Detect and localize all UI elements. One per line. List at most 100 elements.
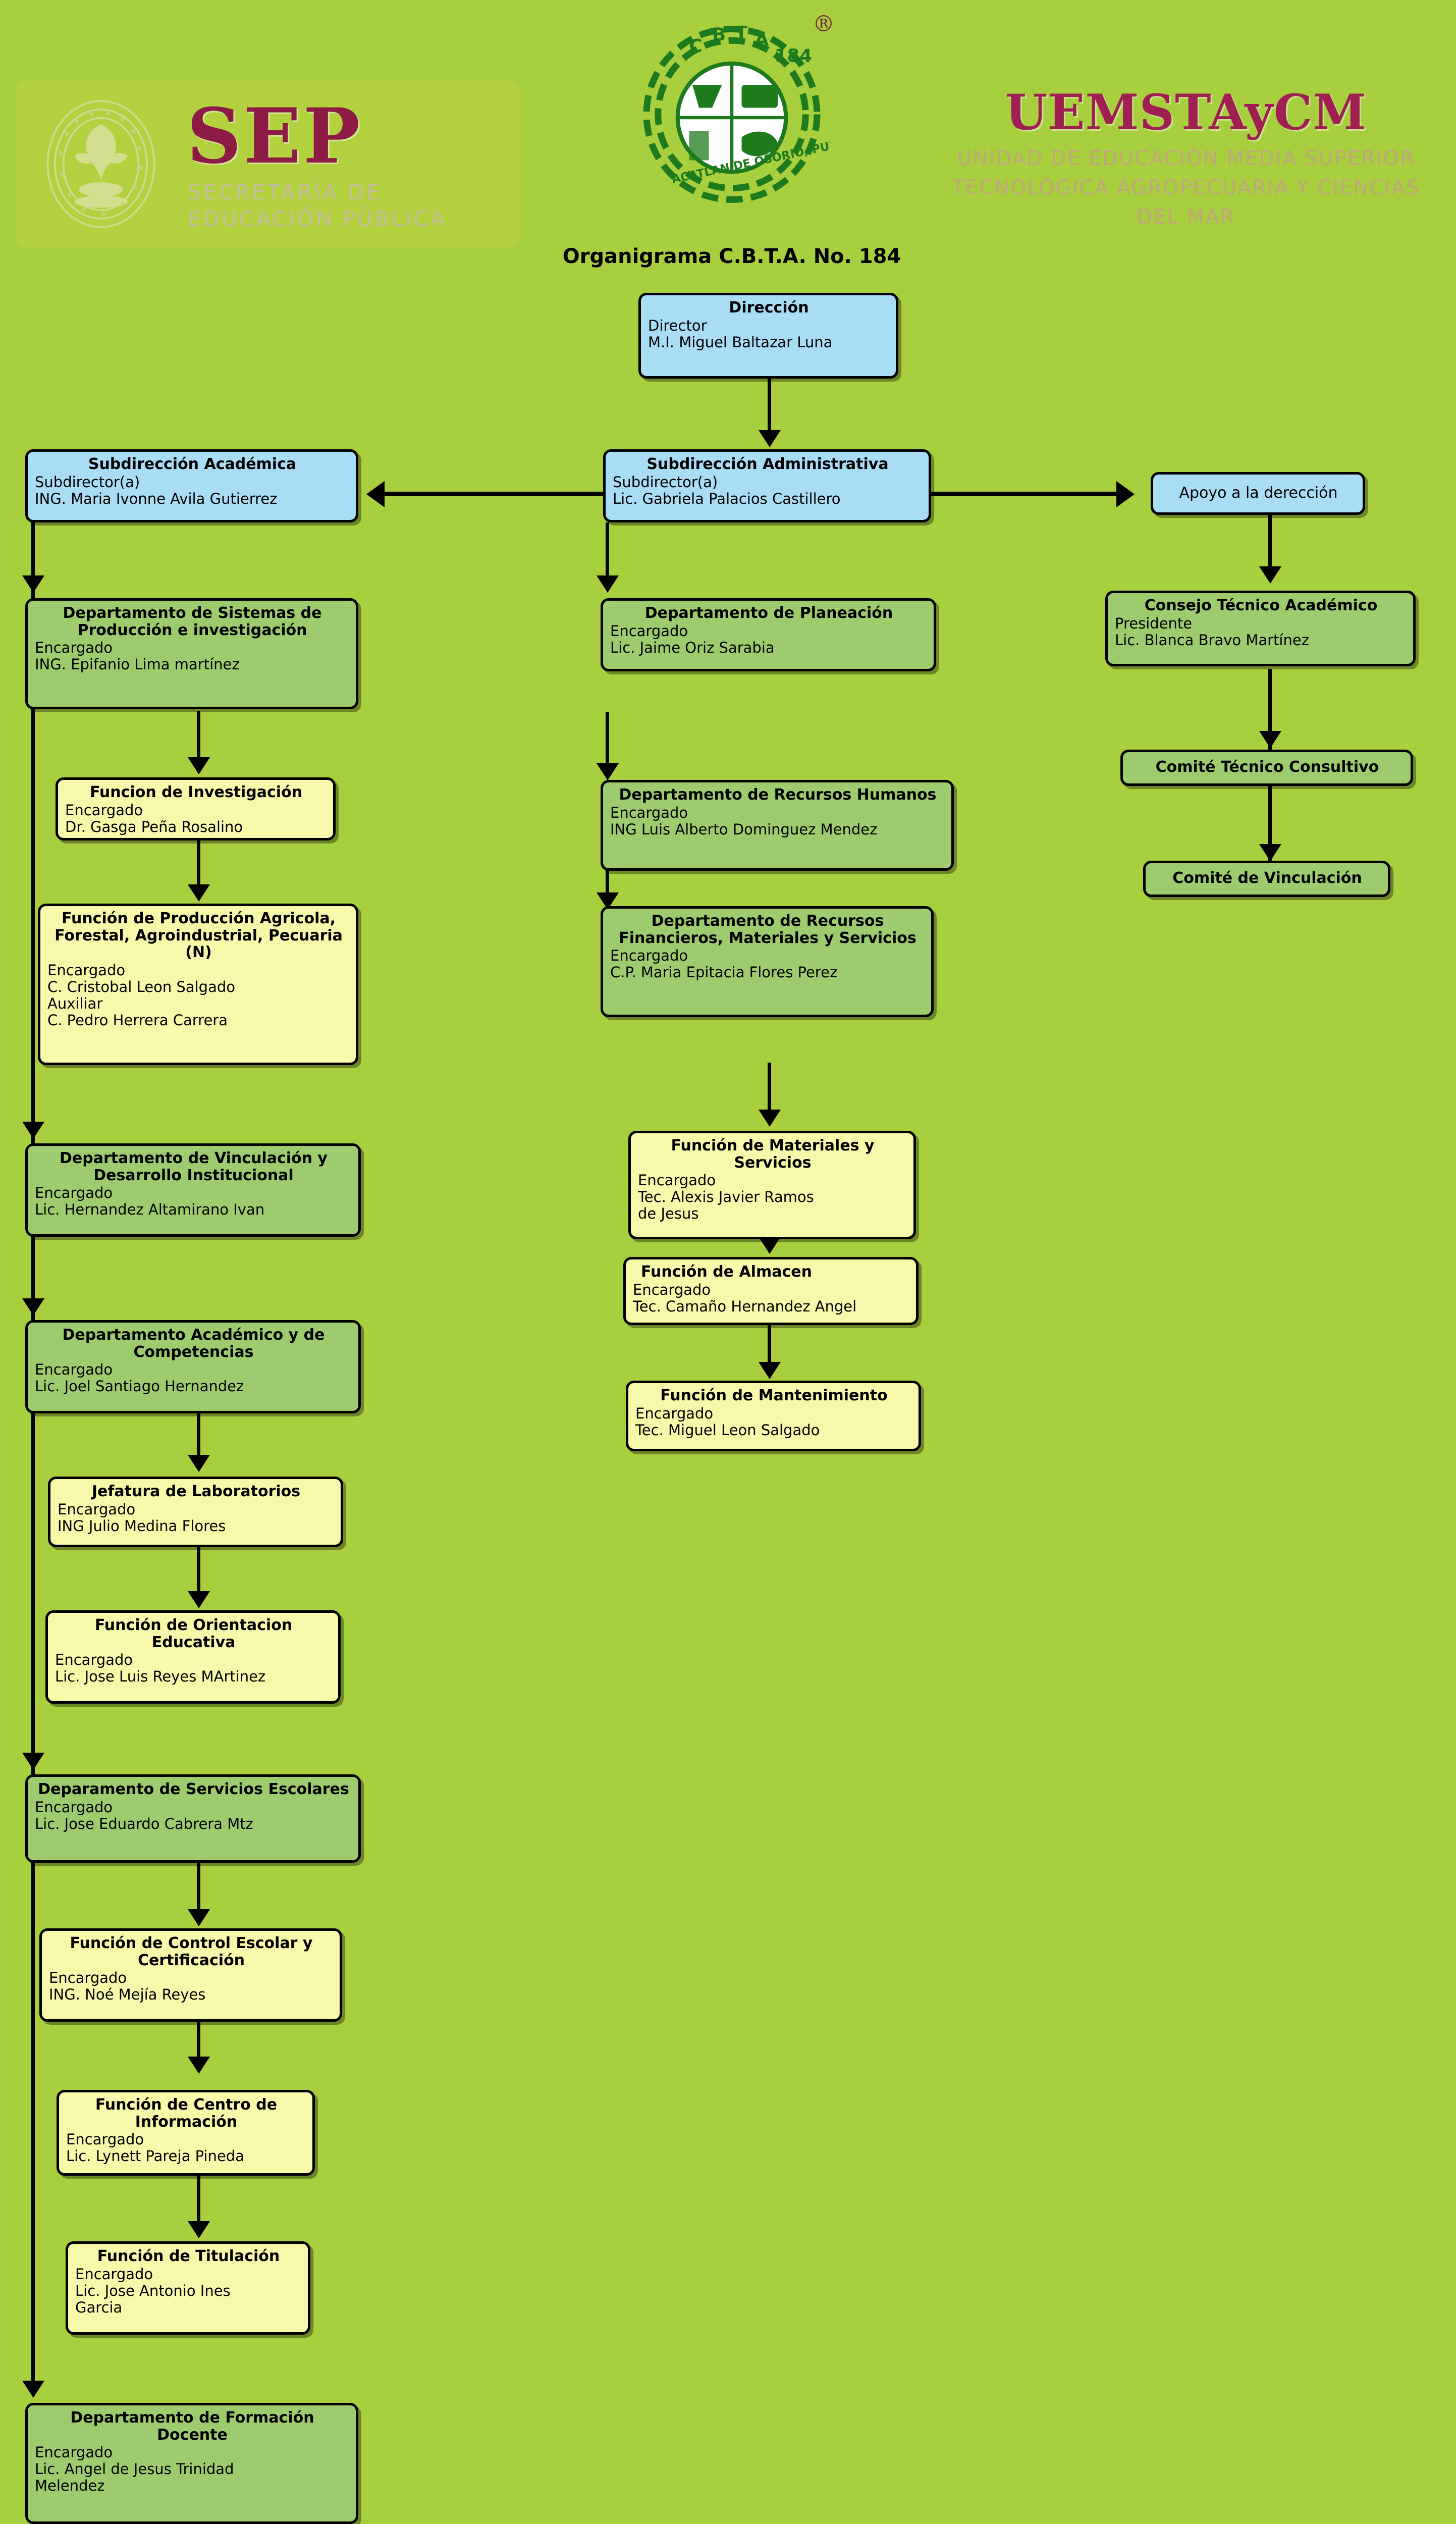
- arrow-down-funcion-produccion: [188, 884, 210, 902]
- uemsta-subtitle: UNIDAD DE EDUCACIÓN MEDIA SUPERIOR TECNO…: [952, 147, 1420, 229]
- mexican-eagle-seal-icon: [46, 100, 155, 228]
- node-funcion-orientacion-person: Lic. Jose Luis Reyes MArtinez: [55, 1668, 266, 1686]
- arrow-down-dept-vinculacion: [22, 1122, 44, 1139]
- node-funcion-investigacion-role: Encargado: [65, 801, 143, 819]
- arrow-down-funcion-almacen: [759, 1237, 781, 1254]
- node-funcion-titulacion-person: Lic. Jose Antonio Ines Garcia: [75, 2282, 231, 2316]
- node-dept-recursos-humanos[interactable]: Departamento de Recursos Humanos Encarga…: [601, 780, 954, 871]
- svg-text:A: A: [755, 29, 769, 50]
- node-direccion-role: Director: [648, 317, 707, 334]
- node-funcion-investigacion-title: Funcion de Investigación: [89, 783, 303, 801]
- connector-control-to-centro: [197, 2012, 200, 2060]
- uemsta-header: UEMSTAyCM UNIDAD DE EDUCACIÓN MEDIA SUPE…: [944, 88, 1428, 232]
- node-subdireccion-administrativa[interactable]: Subdirección Administrativa Subdirector(…: [603, 449, 931, 522]
- node-consejo-person: Lic. Blanca Bravo Martínez: [1115, 631, 1309, 649]
- node-jefatura-title: Jefatura de Laboratorios: [91, 1483, 301, 1500]
- node-dept-sistemas-title: Departamento de Sistemas de Producción e…: [63, 604, 322, 639]
- node-dept-sistemas-role: Encargado: [35, 639, 113, 657]
- node-funcion-titulacion-role: Encargado: [75, 2265, 153, 2283]
- arrow-down-control-escolar: [188, 1909, 210, 1926]
- node-direccion-title: Dirección: [729, 299, 809, 317]
- node-dept-recursos-financieros[interactable]: Departamento de Recursos Financieros, Ma…: [601, 906, 934, 1017]
- node-funcion-titulacion[interactable]: Función de Titulación Encargado Lic. Jos…: [66, 2241, 310, 2335]
- connector-planeacion-to-rh: [606, 712, 609, 772]
- node-comite-vinculacion[interactable]: Comité de Vinculación: [1143, 861, 1390, 897]
- node-consejo-title: Consejo Técnico Académico: [1144, 597, 1378, 614]
- node-funcion-investigacion[interactable]: Funcion de Investigación Encargado Dr. G…: [56, 777, 336, 840]
- node-dept-planeacion[interactable]: Departamento de Planeación Encargado Lic…: [601, 598, 936, 671]
- sep-acronym: SEP: [187, 92, 362, 181]
- node-funcion-mantenimiento-title: Función de Mantenimiento: [660, 1387, 888, 1404]
- node-dept-academico[interactable]: Departamento Académico y de Competencias…: [25, 1320, 361, 1413]
- node-funcion-mantenimiento[interactable]: Función de Mantenimiento Encargado Tec. …: [626, 1381, 921, 1451]
- node-funcion-orientacion-role: Encargado: [55, 1651, 133, 1669]
- node-direccion[interactable]: Dirección Director M.I. Miguel Baltazar …: [638, 293, 898, 379]
- node-jefatura-person: ING Julio Medina Flores: [58, 1517, 226, 1535]
- arrow-down-orientacion: [188, 1591, 210, 1608]
- connector-apoyo-to-consejo: [1268, 515, 1272, 570]
- connector-consultivo-to-vinculacion: [1268, 785, 1272, 863]
- connector-financieros-to-materiales: [768, 1063, 771, 1116]
- svg-text:C: C: [689, 36, 703, 57]
- node-dept-formacion-docente[interactable]: Departamento de Formación Docente Encarg…: [25, 2403, 358, 2524]
- node-comite-vinculacion-title: Comité de Vinculación: [1172, 869, 1362, 887]
- node-funcion-investigacion-person: Dr. Gasga Peña Rosalino: [65, 818, 243, 835]
- node-dept-financieros-title: Departamento de Recursos Financieros, Ma…: [619, 912, 916, 947]
- arrow-down-funcion-materiales: [759, 1110, 781, 1127]
- connector-administrativa-to-academica: [384, 492, 611, 496]
- node-subdireccion-academica[interactable]: Subdirección Académica Subdirector(a) IN…: [25, 449, 358, 522]
- arrow-down-comite-vinculacion: [1259, 844, 1281, 861]
- node-dept-sistemas-person: ING. Epifanio Lima martínez: [35, 656, 240, 673]
- sep-subtitle: SECRETARÍA DE EDUCACIÓN PÚBLICA: [188, 180, 447, 231]
- arrow-down-dept-academico: [22, 1298, 44, 1316]
- node-funcion-mantenimiento-role: Encargado: [635, 1404, 714, 1422]
- node-funcion-materiales[interactable]: Función de Materiales y Servicios Encarg…: [628, 1131, 916, 1239]
- node-funcion-almacen-role: Encargado: [633, 1281, 711, 1298]
- node-apoyo-direccion[interactable]: Apoyo a la derección: [1151, 472, 1365, 515]
- arrow-down-comite-consultivo: [1259, 731, 1281, 748]
- node-funcion-centro-role: Encargado: [66, 2131, 144, 2148]
- connector-servicios-to-control: [197, 1863, 200, 1913]
- connector-almacen-to-mantenimiento: [768, 1318, 771, 1365]
- node-dept-sistemas-produccion[interactable]: Departamento de Sistemas de Producción e…: [25, 598, 358, 709]
- arrow-down-administrativa: [759, 430, 781, 447]
- connector-jefatura-to-orientacion: [197, 1547, 200, 1595]
- node-subdireccion-academica-role: Subdirector(a): [35, 473, 140, 491]
- arrow-down-funcion-mantenimiento: [759, 1362, 781, 1379]
- node-dept-planeacion-role: Encargado: [610, 622, 688, 640]
- node-funcion-centro-person: Lic. Lynett Pareja Pineda: [66, 2147, 244, 2165]
- node-funcion-centro-title: Función de Centro de Información: [95, 2096, 278, 2131]
- node-funcion-control-escolar[interactable]: Función de Control Escolar y Certificaci…: [39, 1928, 342, 2022]
- node-funcion-almacen-person: Tec. Camaño Hernandez Angel: [633, 1297, 857, 1315]
- node-funcion-produccion-role2: Auxiliar: [47, 994, 103, 1012]
- node-dept-vinculacion[interactable]: Departamento de Vinculación y Desarrollo…: [25, 1143, 361, 1237]
- node-dept-rh-role: Encargado: [610, 804, 688, 821]
- arrow-down-titulacion: [188, 2221, 210, 2238]
- node-dept-planeacion-title: Departamento de Planeación: [644, 604, 893, 622]
- node-funcion-control-title: Función de Control Escolar y Certificaci…: [70, 1934, 313, 1969]
- arrow-down-dept-servicios: [22, 1753, 44, 1770]
- node-funcion-control-person: ING. Noé Mejía Reyes: [49, 1986, 206, 2004]
- registered-mark-icon: ®: [813, 11, 835, 37]
- connector-sistemas-to-investigacion: [197, 711, 200, 761]
- node-funcion-orientacion[interactable]: Función de Orientacion Educativa Encarga…: [45, 1610, 341, 1704]
- node-consejo-tecnico-academico[interactable]: Consejo Técnico Académico Presidente Lic…: [1105, 591, 1416, 666]
- node-funcion-produccion-person2: C. Pedro Herrera Carrera: [47, 1011, 228, 1029]
- node-dept-servicios-escolares[interactable]: Deparamento de Servicios Escolares Encar…: [25, 1774, 361, 1863]
- node-funcion-centro-informacion[interactable]: Función de Centro de Información Encarga…: [57, 2090, 315, 2176]
- node-subdireccion-academica-person: ING. Maria Ivonne Avila Gutierrez: [35, 490, 278, 507]
- node-funcion-titulacion-title: Función de Titulación: [97, 2247, 280, 2265]
- connector-consejo-to-comite-consultivo: [1268, 669, 1272, 752]
- node-funcion-produccion-person: C. Cristobal Leon Salgado: [47, 978, 235, 995]
- node-dept-vinculacion-title: Departamento de Vinculación y Desarrollo…: [59, 1149, 328, 1184]
- node-funcion-orientacion-title: Función de Orientacion Educativa: [94, 1616, 293, 1651]
- connector-investigacion-to-produccion: [197, 838, 200, 888]
- arrow-left-academica: [366, 481, 385, 507]
- node-comite-tecnico-consultivo[interactable]: Comité Técnico Consultivo: [1120, 750, 1413, 786]
- node-jefatura-laboratorios[interactable]: Jefatura de Laboratorios Encargado ING J…: [48, 1477, 343, 1547]
- arrow-down-dept-formacion: [22, 2381, 44, 2398]
- node-funcion-produccion[interactable]: Función de Producción Agricola, Forestal…: [38, 904, 358, 1065]
- node-funcion-almacen[interactable]: Función de Almacen Encargado Tec. Camaño…: [623, 1257, 919, 1325]
